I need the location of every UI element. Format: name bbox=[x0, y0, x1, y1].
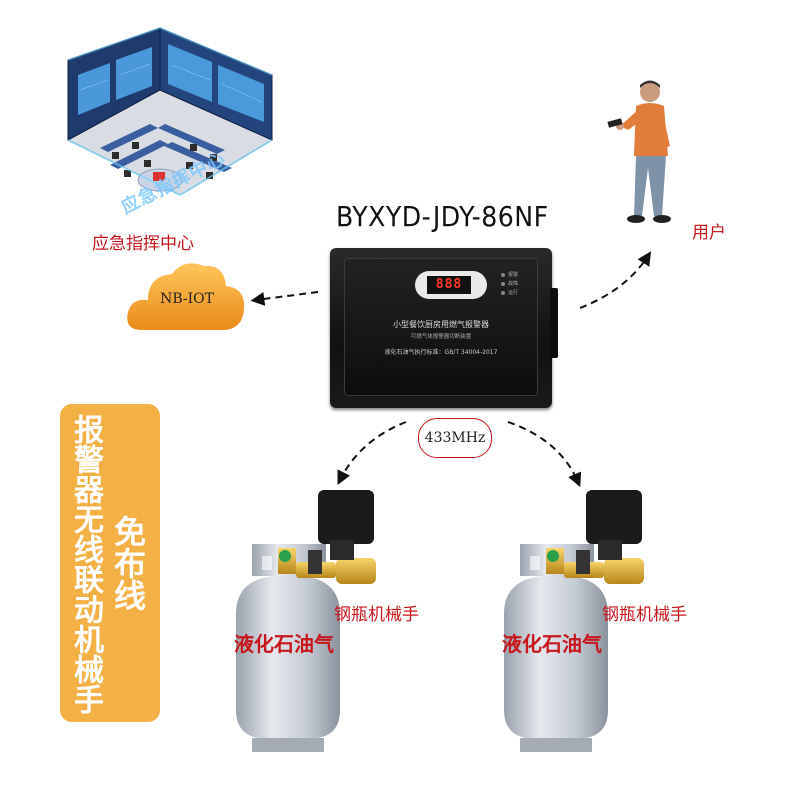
left-valve-label: 钢瓶机械手 bbox=[334, 605, 419, 625]
display-digits: 888 bbox=[427, 276, 471, 294]
user-label: 用户 bbox=[692, 223, 726, 243]
led-icon bbox=[501, 290, 505, 295]
alarm-display: 888 bbox=[415, 271, 487, 299]
box-side-mount bbox=[550, 288, 558, 358]
gas-cylinder-right bbox=[504, 490, 644, 752]
feature-panel bbox=[60, 404, 160, 722]
indicator-fault: 故障 bbox=[508, 281, 519, 287]
alarm-controller-box: 888 报警 故障 运行 小型餐饮厨房用燃气报警器 可燃气体报警器切断装置 液化… bbox=[330, 248, 558, 408]
box-subtitle: 可燃气体报警器切断装置 bbox=[410, 334, 472, 340]
right-valve-label: 钢瓶机械手 bbox=[602, 605, 687, 625]
indicator-leds: 报警 故障 运行 bbox=[501, 271, 518, 298]
command-center-illustration bbox=[66, 27, 274, 197]
arrow-to-cloud bbox=[250, 291, 319, 306]
indicator-run: 运行 bbox=[508, 290, 519, 296]
indicator-alarm: 报警 bbox=[508, 272, 519, 278]
box-standard: 液化石油气执行标准：GB/T 34004-2017 bbox=[384, 349, 498, 356]
arrow-to-left-valve bbox=[337, 421, 407, 486]
command-center-label: 应急指挥中心 bbox=[92, 234, 194, 254]
cloud-label: NB-IOT bbox=[160, 291, 214, 307]
left-tank-label: 液化石油气 bbox=[234, 632, 334, 656]
panel-highlight-text: 免布线 bbox=[109, 515, 147, 611]
arrow-to-right-valve bbox=[507, 421, 582, 488]
box-title: 小型餐饮厨房用燃气报警器 bbox=[393, 320, 489, 329]
model-title: BYXYD-JDY-86NF bbox=[336, 200, 549, 233]
arrow-to-user bbox=[579, 251, 652, 309]
gas-cylinder-left bbox=[236, 490, 376, 752]
led-icon bbox=[501, 272, 505, 277]
user-figure bbox=[607, 80, 671, 223]
cloud-icon bbox=[127, 263, 245, 330]
frequency-badge: 433MHz bbox=[418, 418, 492, 458]
panel-vertical-text: 报警器无线联动机械手 bbox=[68, 414, 103, 714]
led-icon bbox=[501, 281, 505, 286]
right-tank-label: 液化石油气 bbox=[502, 632, 602, 656]
